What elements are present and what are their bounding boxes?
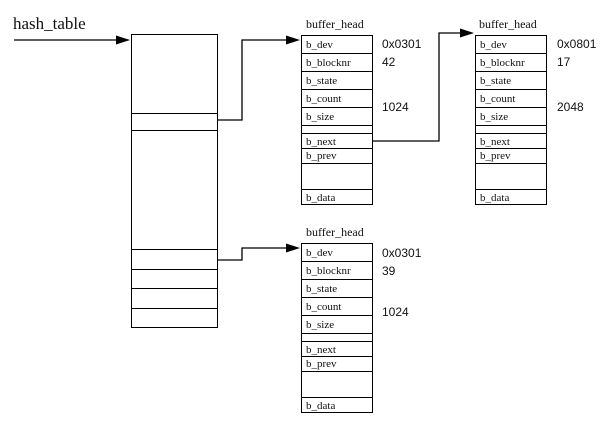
field-b-blocknr: b_blocknr xyxy=(302,262,372,280)
field-b-prev: b_prev xyxy=(302,357,372,372)
slot2-to-buffer3-connector xyxy=(218,247,287,261)
field-b-blocknr: b_blocknr xyxy=(302,54,372,72)
hash-slot-divider xyxy=(132,113,217,114)
field-b-blocknr: b_blocknr xyxy=(476,54,546,72)
field-b-count: b_count xyxy=(302,90,372,108)
buffer-head-3-title: buffer_head xyxy=(306,225,364,239)
hash-slot-divider xyxy=(132,269,217,270)
field-b-dev: b_dev xyxy=(302,36,372,54)
field-b-dev: b_dev xyxy=(476,36,546,54)
buffer-head-1-title: buffer_head xyxy=(306,17,364,31)
field-b-count: b_count xyxy=(302,298,372,316)
field-b-count: b_count xyxy=(476,90,546,108)
value-b-blocknr: 39 xyxy=(382,264,396,278)
value-b-size: 2048 xyxy=(557,100,584,114)
field-b-size: b_size xyxy=(302,108,372,126)
field-b-dev: b_dev xyxy=(302,244,372,262)
value-b-dev: 0x0301 xyxy=(382,246,422,260)
value-b-dev: 0x0301 xyxy=(382,37,422,51)
slot1-to-buffer1-connector xyxy=(218,39,287,121)
value-b-size: 1024 xyxy=(382,100,409,114)
buffer-head-1-box: b_dev b_blocknr b_state b_count b_size b… xyxy=(301,35,373,205)
field-b-prev: b_prev xyxy=(476,149,546,164)
field-b-state: b_state xyxy=(302,72,372,90)
field-b-next: b_next xyxy=(302,341,372,357)
hash-slot-divider xyxy=(132,130,217,131)
slot2-arrowhead-icon xyxy=(286,243,300,253)
buffer-head-3-box: b_dev b_blocknr b_state b_count b_size b… xyxy=(301,243,373,413)
hash-table-array xyxy=(131,34,218,328)
field-b-size: b_size xyxy=(302,316,372,334)
field-b-data: b_data xyxy=(302,189,372,204)
slot1-arrowhead-icon xyxy=(286,35,300,45)
field-b-next: b_next xyxy=(302,133,372,149)
bnext-to-buffer2-connector xyxy=(372,32,461,142)
hash-slot-divider xyxy=(132,249,217,250)
hash-table-arrowhead-icon xyxy=(116,35,130,45)
field-b-next: b_next xyxy=(476,133,546,149)
value-b-blocknr: 42 xyxy=(382,55,396,69)
value-b-size: 1024 xyxy=(382,305,409,319)
buffer-head-2-title: buffer_head xyxy=(479,17,537,31)
hash-table-label: hash_table xyxy=(13,14,86,33)
hash-slot-divider xyxy=(132,288,217,289)
hash-slot-divider xyxy=(132,308,217,309)
field-b-state: b_state xyxy=(476,72,546,90)
field-b-data: b_data xyxy=(476,189,546,204)
buffer-head-2-box: b_dev b_blocknr b_state b_count b_size b… xyxy=(475,35,547,205)
value-b-blocknr: 17 xyxy=(557,55,571,69)
field-b-data: b_data xyxy=(302,397,372,412)
bnext-arrowhead-icon xyxy=(460,28,474,38)
field-b-state: b_state xyxy=(302,280,372,298)
field-b-size: b_size xyxy=(476,108,546,126)
field-b-prev: b_prev xyxy=(302,149,372,164)
value-b-dev: 0x0801 xyxy=(557,37,597,51)
